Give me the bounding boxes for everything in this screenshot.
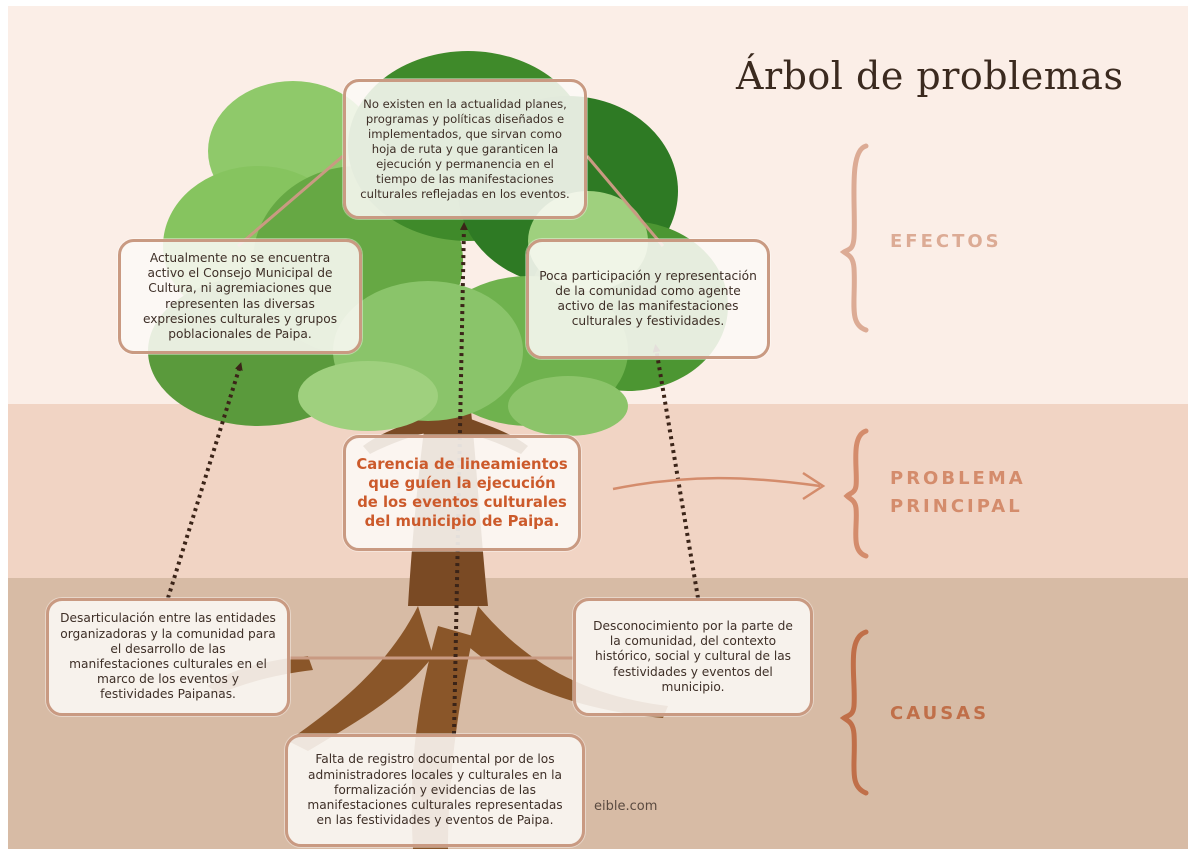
section-label-causes: CAUSAS: [890, 703, 990, 724]
tree-illustration: [148, 51, 869, 849]
cause-box-bottom: Falta de registro documental por de los …: [285, 734, 585, 847]
section-label-effects: EFECTOS: [890, 231, 1002, 252]
connector-lines: [237, 154, 665, 660]
cause-text-left: Desarticulación entre las entidades orga…: [60, 611, 276, 702]
diagram-canvas: Árbol de problemas EFECTOS PROBLEMA PRIN…: [8, 6, 1188, 849]
brace-causes: [839, 629, 869, 796]
effect-text-top: No existen en la actualidad planes, prog…: [360, 96, 570, 201]
cause-text-bottom: Falta de registro documental por de los …: [307, 752, 563, 828]
effect-box-top: No existen en la actualidad planes, prog…: [343, 79, 587, 219]
effect-text-right: Poca participación y representación de l…: [539, 268, 757, 329]
effect-text-left: Actualmente no se encuentra activo el Co…: [142, 250, 338, 341]
main-problem-box: Carencia de lineamientos que guíen la ej…: [343, 435, 581, 551]
arrow-cause-right-to-effect-right: [652, 344, 700, 599]
main-problem-text: Carencia de lineamientos que guíen la ej…: [356, 456, 568, 530]
cause-text-right: Desconocimiento por la parte de la comun…: [593, 618, 793, 694]
problem-band: [8, 404, 1188, 578]
section-braces: [839, 143, 869, 796]
page-title: Árbol de problemas: [736, 54, 1124, 98]
effect-box-left: Actualmente no se encuentra activo el Co…: [118, 239, 362, 354]
watermark-text: eible.com: [594, 799, 658, 814]
cause-box-left: Desarticulación entre las entidades orga…: [46, 598, 290, 716]
brace-problem: [843, 428, 869, 559]
effect-box-right: Poca participación y representación de l…: [526, 239, 770, 359]
arrow-cause-left-to-effect-left: [166, 362, 243, 599]
brace-effects: [839, 143, 869, 333]
section-label-problem: PROBLEMA PRINCIPAL: [890, 468, 1026, 517]
problem-arrow: [612, 471, 826, 501]
cause-box-right: Desconocimiento por la parte de la comun…: [573, 598, 813, 716]
